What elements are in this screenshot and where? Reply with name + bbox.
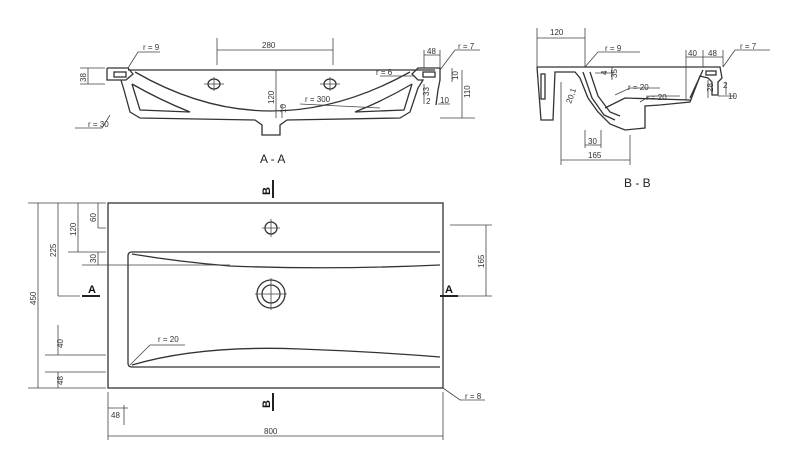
aa-inner-right bbox=[354, 83, 413, 113]
dim-35: 35 bbox=[610, 69, 619, 78]
dim-120: 120 bbox=[267, 90, 276, 104]
dim-165: 165 bbox=[588, 151, 602, 160]
section-mark-b-bottom: B bbox=[261, 400, 273, 408]
dim-120: 120 bbox=[69, 222, 78, 236]
dim-r9: r = 9 bbox=[605, 44, 622, 53]
dim-10: 10 bbox=[728, 92, 737, 101]
dim-28: 28 bbox=[706, 83, 715, 92]
dim-280: 280 bbox=[262, 41, 276, 50]
dim-r20: r = 20 bbox=[158, 335, 179, 344]
plan-basin bbox=[127, 251, 441, 368]
dim-225: 225 bbox=[49, 243, 58, 257]
dim-r20-upper: r = 20 bbox=[628, 83, 649, 92]
aa-dimension-lines bbox=[75, 38, 480, 129]
bb-inner-wall bbox=[582, 69, 704, 121]
dim-r9: r = 9 bbox=[143, 43, 160, 52]
dim-10c: 10 bbox=[451, 71, 460, 80]
dim-60: 60 bbox=[89, 213, 98, 222]
section-b-b: 120 r = 9 4 35 40 48 r = 7 r = 20 r = 20… bbox=[536, 28, 770, 190]
dim-r20-lower: r = 20 bbox=[646, 93, 667, 102]
dim-165: 165 bbox=[477, 254, 486, 268]
aa-overflow-right bbox=[422, 71, 436, 78]
dim-2: 2 bbox=[723, 81, 728, 90]
dim-120: 120 bbox=[550, 28, 564, 37]
dim-10: 10 bbox=[279, 104, 288, 113]
bb-overflow bbox=[705, 70, 717, 76]
dim-10b: 10 bbox=[440, 96, 449, 105]
dim-4: 4 bbox=[600, 70, 609, 75]
dim-450: 450 bbox=[29, 291, 38, 305]
dim-r30: r = 30 bbox=[88, 120, 109, 129]
dim-800: 800 bbox=[264, 427, 278, 436]
dim-2: 2 bbox=[426, 97, 431, 106]
drain-hole bbox=[255, 278, 287, 310]
dim-48: 48 bbox=[427, 47, 436, 56]
dim-30: 30 bbox=[588, 137, 597, 146]
dim-33: 33 bbox=[422, 87, 431, 96]
aa-tap-hole-left bbox=[204, 77, 224, 91]
dim-48: 48 bbox=[708, 49, 717, 58]
dim-r7: r = 7 bbox=[458, 42, 475, 51]
dim-48-left: 48 bbox=[56, 376, 65, 385]
section-a-a: 280 38 r = 9 48 r = 7 r = 6 120 10 r = 3… bbox=[75, 38, 480, 166]
dim-38: 38 bbox=[79, 73, 88, 82]
plan-view: A A B B 450 225 120 60 30 40 48 165 r = … bbox=[28, 180, 492, 440]
aa-basin-curve bbox=[134, 71, 411, 112]
dim-r6: r = 6 bbox=[376, 68, 393, 77]
dim-30: 30 bbox=[89, 254, 98, 263]
section-mark-b-top: B bbox=[261, 187, 273, 195]
aa-overflow-left bbox=[113, 71, 127, 78]
dim-110: 110 bbox=[463, 85, 472, 98]
dim-r8: r = 8 bbox=[465, 392, 482, 401]
section-mark-a-left: A bbox=[88, 284, 96, 296]
plan-outline bbox=[107, 202, 444, 389]
section-b-b-title: B - B bbox=[624, 176, 651, 190]
dim-r300: r = 300 bbox=[305, 95, 331, 104]
section-mark-a-right: A bbox=[445, 284, 453, 296]
bb-dimension-lines bbox=[536, 28, 770, 165]
dim-20-1: 20,1 bbox=[564, 86, 578, 104]
aa-outline bbox=[106, 67, 441, 136]
tap-hole bbox=[262, 219, 280, 237]
dim-40: 40 bbox=[688, 49, 697, 58]
dim-r7: r = 7 bbox=[740, 42, 757, 51]
aa-inner-left bbox=[131, 83, 191, 113]
dim-48-bottom: 48 bbox=[111, 411, 120, 420]
aa-tap-hole-right bbox=[320, 77, 340, 91]
dim-40: 40 bbox=[56, 339, 65, 348]
section-a-a-title: A - A bbox=[260, 152, 285, 166]
plan-dimension-lines bbox=[28, 202, 492, 440]
bb-slot bbox=[540, 73, 546, 100]
bb-outline bbox=[536, 66, 723, 131]
